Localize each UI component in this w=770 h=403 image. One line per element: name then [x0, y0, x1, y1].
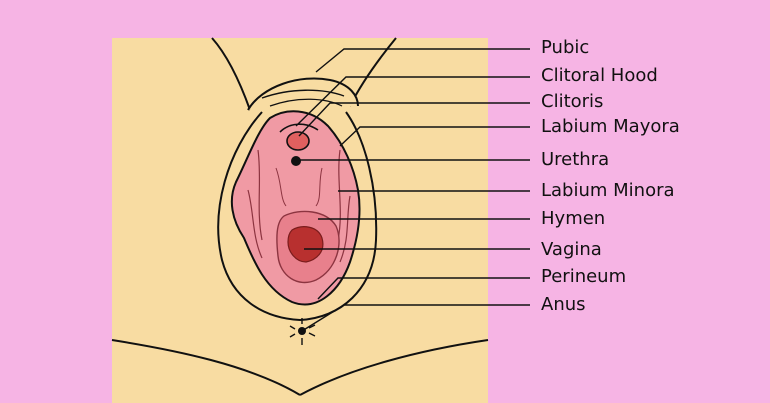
label-pubic: Pubic [541, 37, 590, 58]
leader-perineum [317, 277, 530, 300]
mons-pubis [247, 77, 359, 111]
leader-labium-mayora [339, 126, 530, 147]
label-labium-minora: Labium Minora [541, 180, 675, 201]
leader-lines [295, 48, 530, 332]
label-labium-mayora: Labium Mayora [541, 116, 680, 137]
label-clitoral-hood: Clitoral Hood [541, 65, 658, 86]
label-clitoris: Clitoris [541, 91, 604, 112]
leader-clitoris [298, 102, 530, 137]
label-vagina: Vagina [541, 239, 602, 260]
clitoris [286, 131, 310, 151]
urethra-opening [291, 156, 301, 166]
label-urethra: Urethra [541, 149, 610, 170]
label-hymen: Hymen [541, 208, 606, 229]
leader-anus [301, 304, 530, 332]
leader-pubic [315, 48, 530, 73]
label-perineum: Perineum [541, 266, 627, 287]
label-anus: Anus [541, 294, 586, 315]
vagina [287, 226, 324, 263]
leader-clitoral-hood [295, 76, 530, 127]
labia-majora-outline [217, 111, 378, 322]
